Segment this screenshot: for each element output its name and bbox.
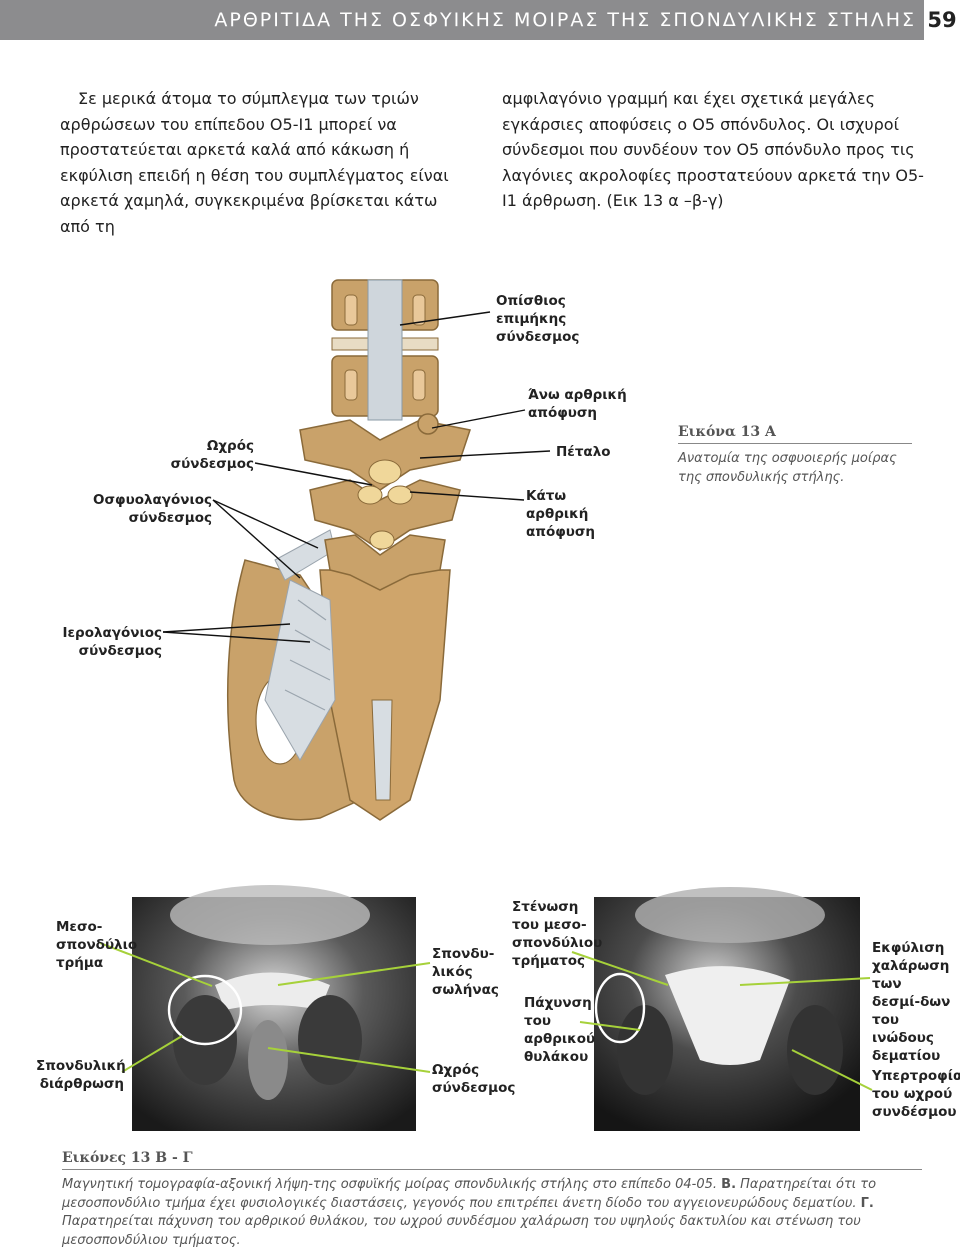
figure-a-caption-title: Εικόνα 13 Α bbox=[678, 424, 776, 440]
figure-bc-caption-title: Εικόνες 13 Β - Γ bbox=[62, 1150, 193, 1166]
label-sacroiliac-ligament: Ιερολαγόνιος σύνδεσμος bbox=[40, 624, 163, 660]
caption-marker-b: Β. bbox=[721, 1177, 737, 1192]
caption-part-3: Παρατηρείται πάχυνση του αρθρικού θυλάκο… bbox=[62, 1214, 861, 1248]
label-intervertebral-foramen: Μεσο-σπονδύλιο τρήμα bbox=[56, 919, 138, 971]
caption-part-1: Μαγνητική τομογραφία-αξονική λήψη-της οσ… bbox=[62, 1177, 718, 1192]
label-text: Οσφυολαγόνιος σύνδεσμος bbox=[93, 492, 212, 526]
label-ligamentum-flavum: Ωχρός σύνδεσμος bbox=[140, 437, 254, 473]
label-superior-articular-process: Άνω αρθρική απόφυση bbox=[528, 386, 628, 422]
label-iliolumbar-ligament: Οσφυολαγόνιος σύνδεσμος bbox=[80, 491, 212, 527]
figure-bc-pointers bbox=[99, 942, 873, 1091]
figure-a-caption-text: Ανατομία της οσφυοιερής μοίρας της σπονδ… bbox=[678, 451, 897, 485]
label-foramen-stenosis: Στένωση του μεσο-σπονδύλιου τρήματος bbox=[512, 899, 603, 969]
mri-panel-c bbox=[594, 887, 860, 1131]
sacrum bbox=[319, 569, 451, 821]
label-facet-joint: Σπονδυλική διάρθρωση bbox=[36, 1058, 126, 1092]
body-paragraph-left: Σε μερικά άτομα το σύμπλεγμα των τριών α… bbox=[60, 89, 449, 236]
label-annulus-degeneration: Εκφύλιση χαλάρωση των δεσμί-δων του ινώδ… bbox=[872, 940, 951, 1064]
body-column-left: Σε μερικά άτομα το σύμπλεγμα των τριών α… bbox=[60, 86, 464, 239]
label-flavum-hypertrophy: Υπερτροφία του ωχρού συνδέσμου bbox=[872, 1068, 960, 1120]
label-text: Άνω αρθρική απόφυση bbox=[528, 387, 627, 421]
body-column-right: αμφιλαγόνιο γραμμή και έχει σχετικά μεγά… bbox=[502, 86, 932, 214]
label-spinal-canal: Σπονδυ-λικός σωλήνας bbox=[432, 946, 499, 998]
running-header-title: ΑΡΘΡΙΤΙΔΑ ΤΗΣ ΟΣΦΥΙΚΗΣ ΜΟΙΡΑΣ ΤΗΣ ΣΠΟΝΔΥ… bbox=[214, 9, 916, 31]
header-bar bbox=[0, 0, 924, 40]
label-posterior-longitudinal-ligament: Οπίσθιος επιμήκης σύνδεσμος bbox=[496, 292, 586, 346]
label-inferior-articular-process: Κάτω αρθρική απόφυση bbox=[526, 487, 626, 541]
figure-a-pointers bbox=[162, 311, 551, 643]
label-lamina: Πέταλο bbox=[556, 444, 611, 460]
body-paragraph-right: αμφιλαγόνιο γραμμή και έχει σχετικά μεγά… bbox=[502, 89, 924, 210]
label-text: Οπίσθιος επιμήκης σύνδεσμος bbox=[496, 293, 580, 345]
label-ligamentum-flavum-mri: Ωχρός σύνδεσμος bbox=[432, 1062, 516, 1096]
lumbar-vertebrae bbox=[299, 279, 471, 591]
mri-panel-b bbox=[132, 885, 416, 1131]
caption-part-2: Παρατηρείται ότι το μεσοσπονδύλιο τμήμα … bbox=[62, 1177, 877, 1211]
caption-marker-c: Γ. bbox=[860, 1195, 874, 1211]
figure-bc-caption-rule bbox=[62, 1169, 922, 1170]
label-text: Κάτω αρθρική απόφυση bbox=[526, 488, 596, 540]
figure-bc-caption-text: Μαγνητική τομογραφία-αξονική λήψη-της οσ… bbox=[62, 1176, 922, 1250]
figure-a-caption-rule bbox=[678, 443, 912, 444]
page-number: 59 bbox=[927, 8, 957, 32]
label-text: Ιερολαγόνιος σύνδεσμος bbox=[62, 625, 163, 659]
label-capsule-thickening: Πάχυνση του αρθρικού θυλάκου bbox=[524, 995, 596, 1065]
label-text: Ωχρός σύνδεσμος bbox=[170, 438, 254, 472]
